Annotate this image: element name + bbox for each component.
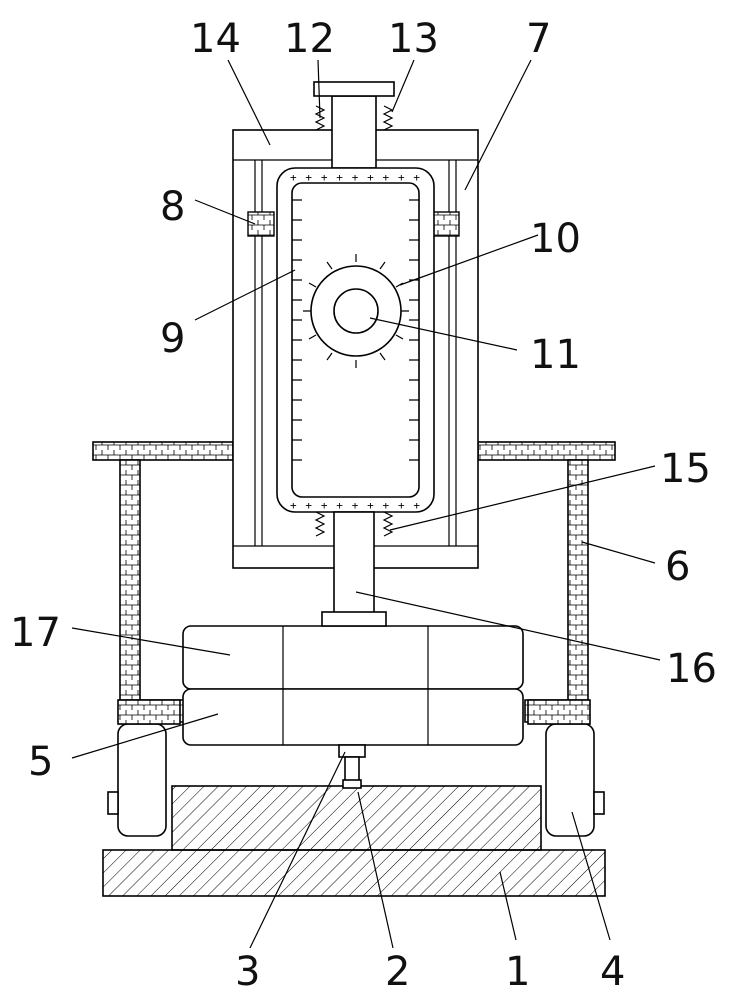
label-4: 4 (600, 949, 625, 995)
left-leg (119, 459, 141, 723)
label-14: 14 (190, 16, 241, 62)
label-12: 12 (284, 16, 335, 62)
label-1: 1 (505, 949, 530, 995)
lower-rod-foot (321, 611, 387, 627)
left-bracket (117, 699, 181, 725)
label-11: 11 (530, 332, 581, 378)
label-3: 3 (235, 949, 260, 995)
lower-rod (333, 511, 375, 615)
base-plate (102, 849, 606, 897)
right-platform (477, 441, 616, 461)
drive-gear (303, 254, 409, 368)
left-platform (92, 441, 234, 461)
right-bracket (527, 699, 591, 725)
top-cap (313, 81, 395, 97)
right-slider (432, 211, 460, 237)
right-leg (567, 459, 589, 723)
label-8: 8 (160, 184, 185, 230)
base-block (171, 785, 542, 851)
left-slider (247, 211, 275, 237)
label-16: 16 (666, 646, 717, 692)
lower-cushion-block (182, 688, 524, 746)
label-6: 6 (665, 544, 690, 590)
label-10: 10 (530, 216, 581, 262)
left-roller (107, 723, 167, 837)
leader-lines (71, 59, 661, 949)
label-7: 7 (526, 16, 551, 62)
label-9: 9 (160, 316, 185, 362)
label-13: 13 (388, 16, 439, 62)
right-roller (545, 723, 605, 837)
label-2: 2 (385, 949, 410, 995)
svg-text:+ + + + + + + + +: + + + + + + + + + (290, 171, 420, 184)
label-15: 15 (660, 446, 711, 492)
svg-text:+ + + + + + + + +: + + + + + + + + + (290, 499, 420, 512)
label-5: 5 (28, 739, 53, 785)
top-rod (331, 95, 377, 169)
connector-nut (342, 779, 362, 789)
lower-springs (314, 511, 394, 537)
upper-cushion-block (182, 625, 524, 690)
label-17: 17 (10, 610, 61, 656)
top-springs (314, 105, 394, 131)
